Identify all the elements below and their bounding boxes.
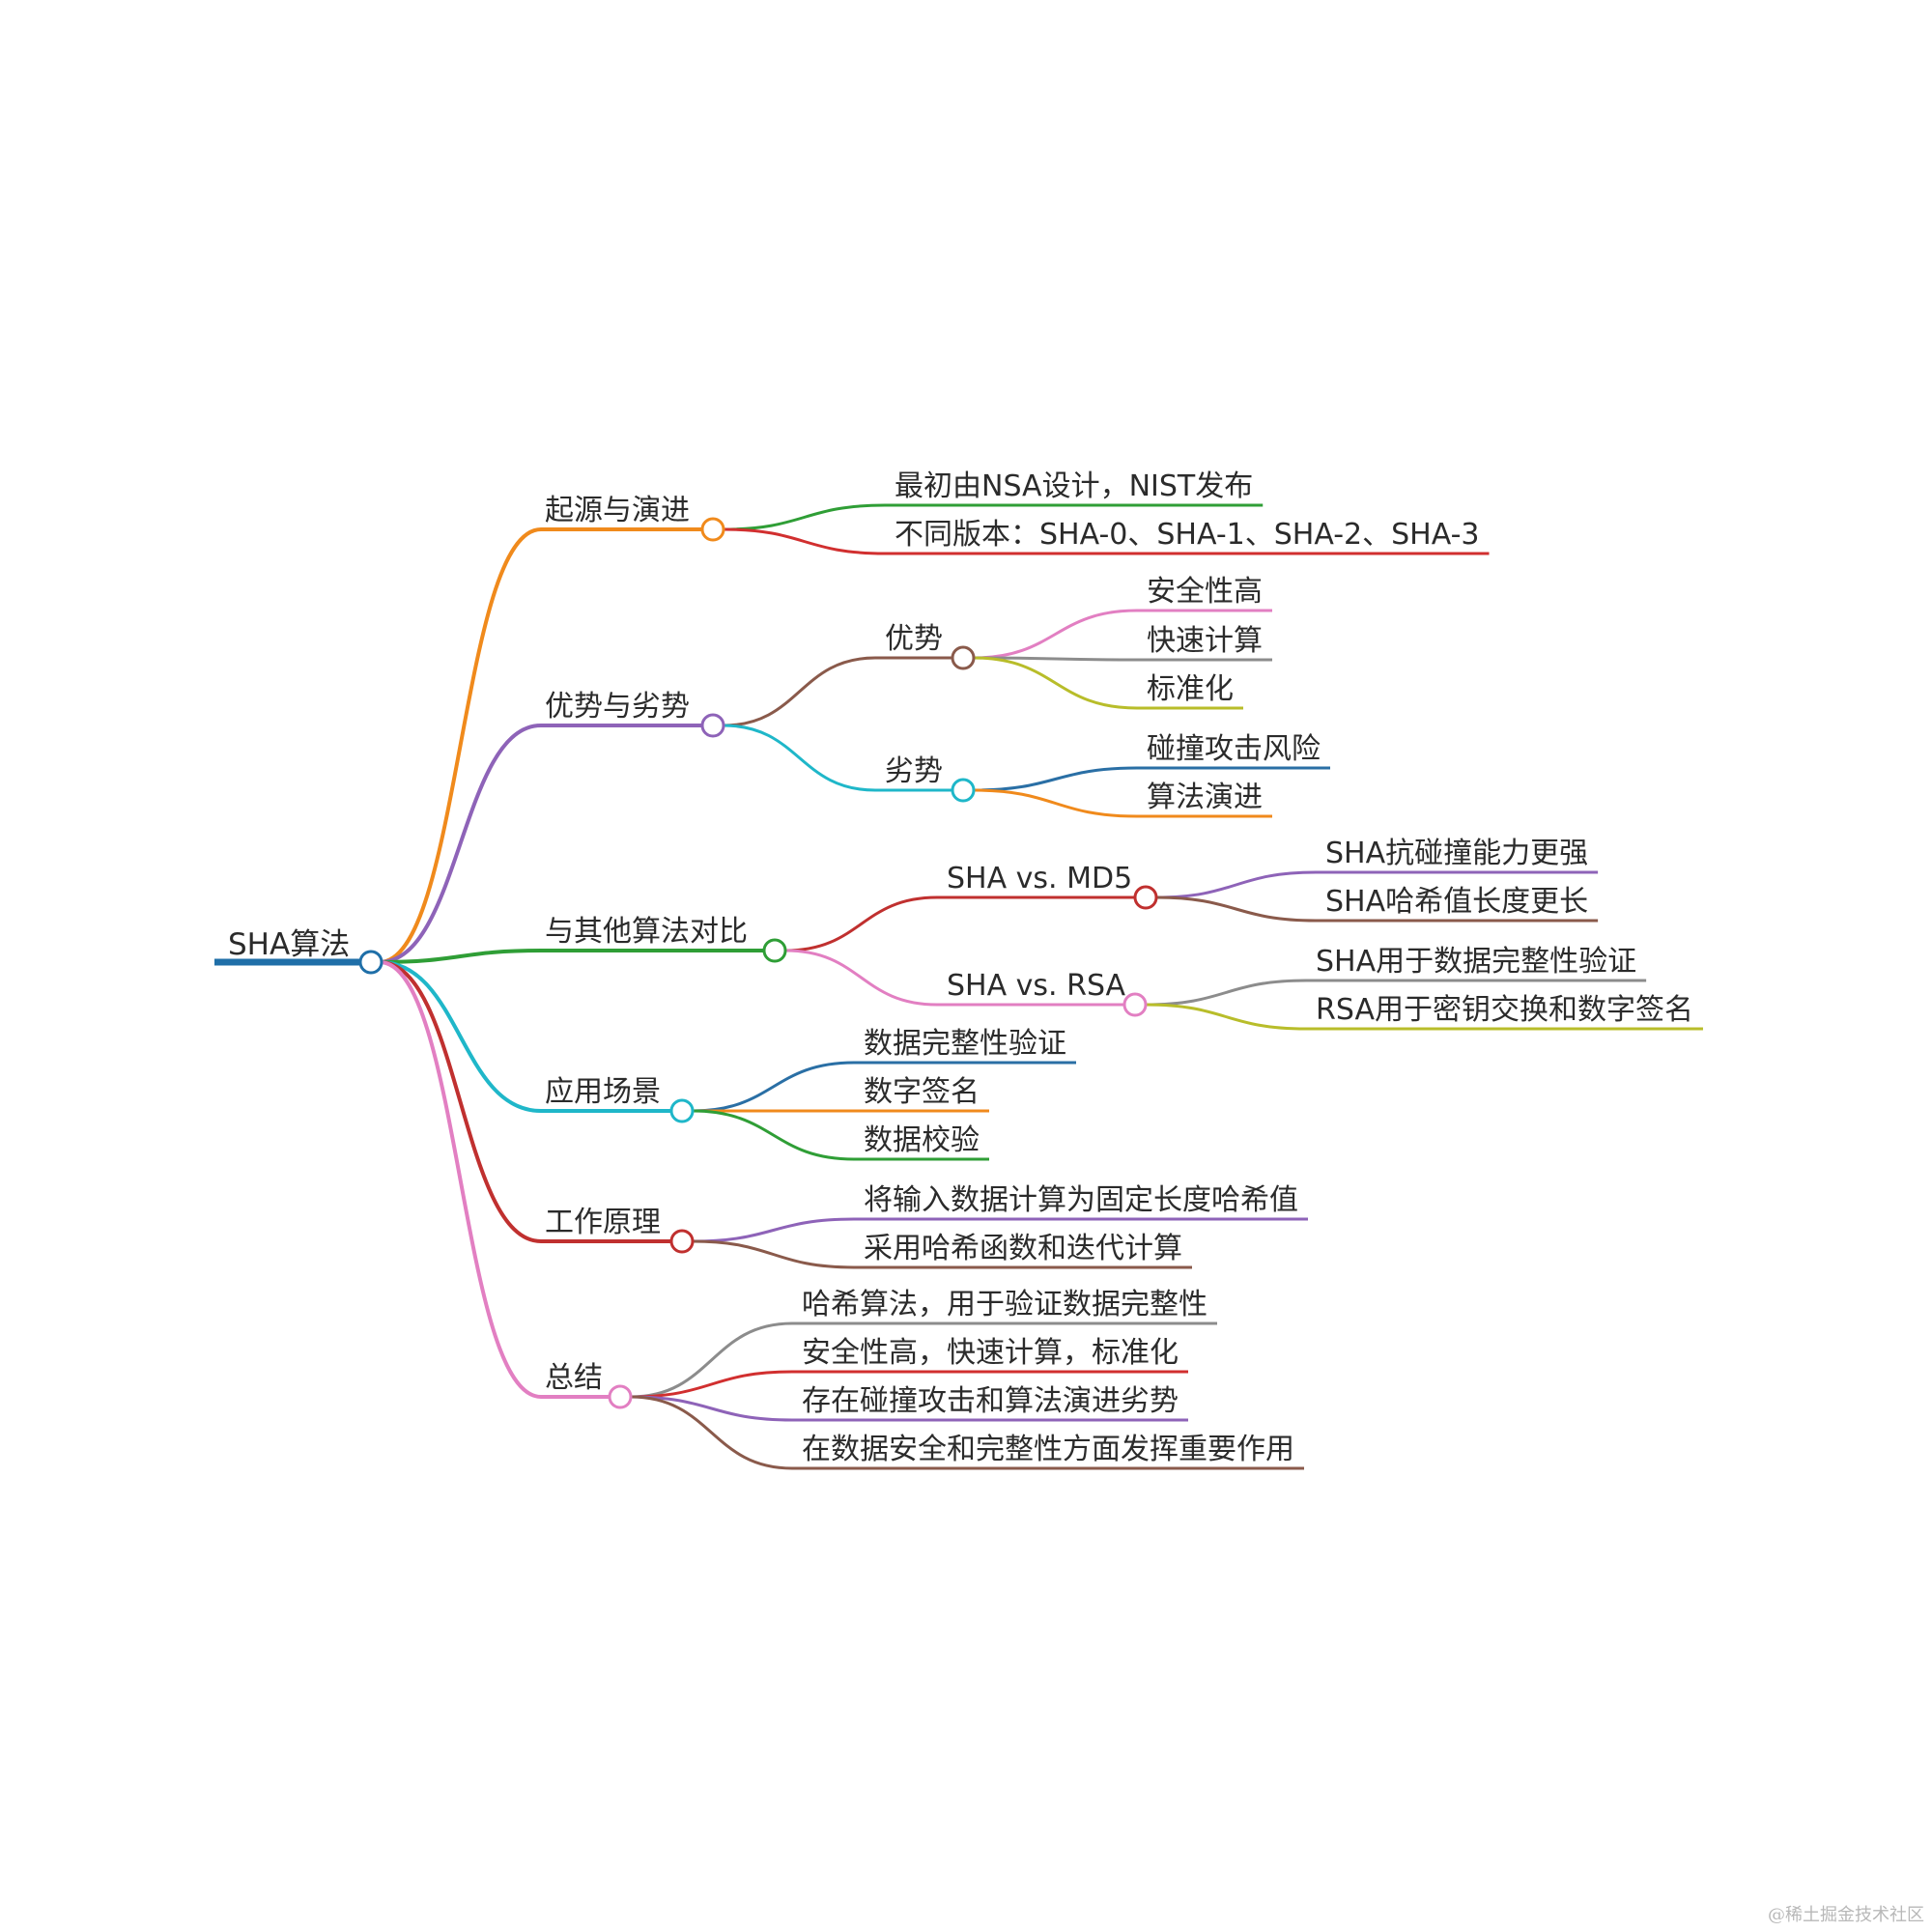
sub-branch-node[interactable] — [951, 778, 976, 803]
sub-branch-edge — [722, 724, 877, 792]
leaf-edge — [972, 609, 1139, 660]
branch-edge — [378, 960, 543, 1243]
leaf-label[interactable]: 数据完整性验证 — [864, 1027, 1066, 1061]
leaf-edge — [972, 656, 1139, 662]
leaf-edge — [1154, 895, 1318, 923]
mind-map-underlines — [214, 503, 1703, 1470]
mind-map-edges — [378, 503, 1318, 1470]
leaf-label[interactable]: 哈希算法，用于验证数据完整性 — [802, 1288, 1208, 1321]
sub-branch-label[interactable]: SHA vs. MD5 — [947, 862, 1132, 895]
leaf-edge — [629, 1395, 794, 1470]
leaf-edge — [972, 788, 1139, 818]
leaf-edge — [972, 656, 1139, 710]
leaf-label[interactable]: 安全性高 — [1147, 575, 1263, 609]
sub-branch-edge — [783, 895, 939, 952]
leaf-edge — [722, 527, 887, 555]
branch-node[interactable] — [669, 1229, 695, 1254]
branch-label[interactable]: 工作原理 — [545, 1206, 661, 1239]
leaf-label[interactable]: 存在碰撞攻击和算法演进劣势 — [802, 1384, 1179, 1418]
leaf-edge — [972, 766, 1139, 792]
branch-node[interactable] — [700, 517, 725, 542]
sub-branch-node[interactable] — [951, 645, 976, 670]
leaf-edge — [691, 1217, 856, 1243]
sub-branch-label[interactable]: SHA vs. RSA — [947, 969, 1126, 1003]
branch-label[interactable]: 优势与劣势 — [545, 690, 690, 724]
branch-edge — [378, 527, 543, 964]
leaf-edge — [629, 1370, 794, 1399]
leaf-label[interactable]: 标准化 — [1147, 672, 1234, 706]
leaf-label[interactable]: 算法演进 — [1147, 781, 1263, 814]
branch-edge — [378, 960, 543, 1113]
mind-map-nodes — [358, 517, 1158, 1409]
branch-edge — [378, 724, 543, 964]
watermark-text: @稀土掘金技术社区 — [1768, 1905, 1924, 1925]
leaf-edge — [629, 1395, 794, 1422]
branch-edge — [378, 949, 543, 964]
leaf-edge — [691, 1109, 856, 1161]
leaf-label[interactable]: SHA用于数据完整性验证 — [1316, 945, 1636, 979]
leaf-label[interactable]: 在数据安全和完整性方面发挥重要作用 — [802, 1433, 1294, 1466]
leaf-label[interactable]: 快速计算 — [1147, 624, 1263, 658]
leaf-label[interactable]: 安全性高，快速计算，标准化 — [802, 1336, 1179, 1370]
leaf-edge — [629, 1321, 794, 1399]
leaf-edge — [1144, 979, 1308, 1007]
mind-map-labels: SHA算法 起源与演进 最初由NSA设计，NIST发布不同版本：SHA-0、SHA-… — [228, 469, 1693, 1466]
branch-node[interactable] — [762, 938, 787, 963]
leaf-edge — [691, 1061, 856, 1113]
sub-branch-edge — [783, 949, 939, 1007]
sub-branch-label[interactable]: 优势 — [885, 622, 943, 656]
branch-node[interactable] — [669, 1098, 695, 1123]
leaf-label[interactable]: 采用哈希函数和迭代计算 — [864, 1232, 1182, 1265]
branch-label[interactable]: 起源与演进 — [545, 494, 690, 527]
leaf-edge — [691, 1239, 856, 1269]
leaf-label[interactable]: 碰撞攻击风险 — [1147, 732, 1321, 766]
branch-label[interactable]: 总结 — [545, 1361, 603, 1395]
leaf-label[interactable]: 数字签名 — [864, 1075, 980, 1109]
leaf-edge — [1154, 870, 1318, 899]
leaf-label[interactable]: 最初由NSA设计，NIST发布 — [895, 469, 1253, 503]
leaf-label[interactable]: 将输入数据计算为固定长度哈希值 — [864, 1183, 1298, 1217]
branch-label[interactable]: 应用场景 — [545, 1075, 661, 1109]
branch-edge — [378, 960, 543, 1399]
sub-branch-node[interactable] — [1122, 992, 1148, 1017]
leaf-label[interactable]: 数据校验 — [864, 1123, 980, 1157]
leaf-label[interactable]: SHA哈希值长度更长 — [1325, 885, 1588, 919]
leaf-edge — [722, 503, 887, 531]
root-node[interactable] — [358, 950, 384, 975]
sub-branch-node[interactable] — [1133, 885, 1158, 910]
leaf-label[interactable]: RSA用于密钥交换和数字签名 — [1316, 993, 1693, 1027]
branch-node[interactable] — [608, 1384, 633, 1409]
sub-branch-label[interactable]: 劣势 — [885, 754, 943, 788]
root-node-label[interactable]: SHA算法 — [228, 927, 350, 962]
leaf-edge — [1144, 1003, 1308, 1031]
sub-branch-edge — [722, 656, 877, 727]
leaf-label[interactable]: 不同版本：SHA-0、SHA-1、SHA-2、SHA-3 — [895, 518, 1480, 552]
branch-node[interactable] — [700, 713, 725, 738]
leaf-label[interactable]: SHA抗碰撞能力更强 — [1325, 837, 1588, 870]
branch-label[interactable]: 与其他算法对比 — [545, 915, 748, 949]
